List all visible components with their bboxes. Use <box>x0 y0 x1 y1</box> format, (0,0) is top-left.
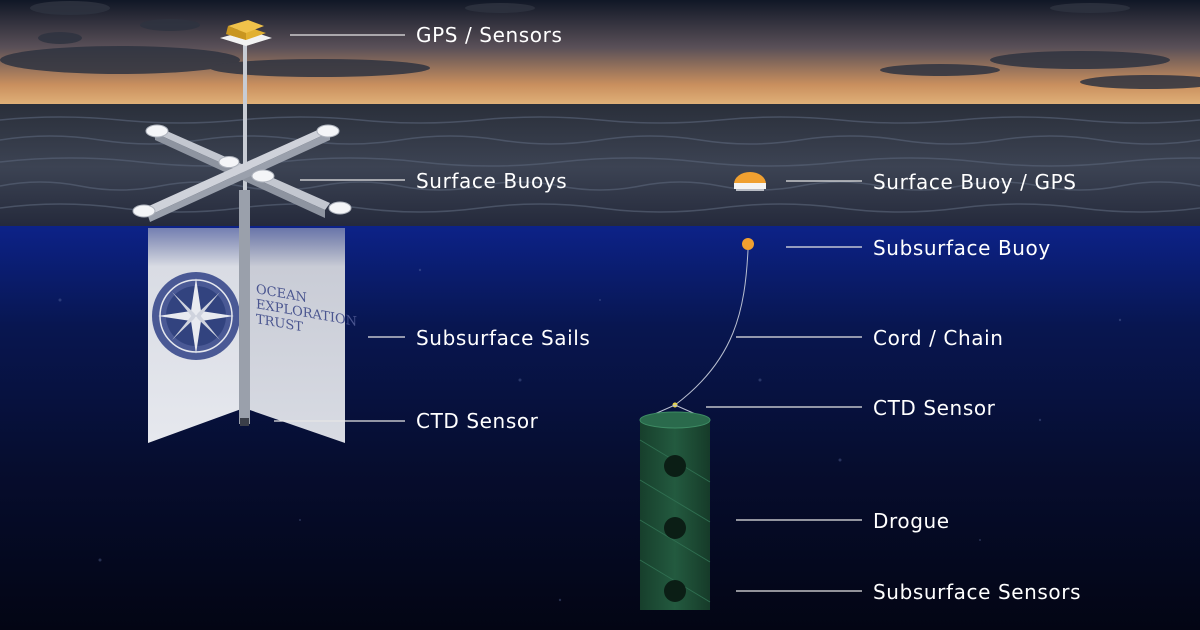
label-drogue: Drogue <box>873 509 950 533</box>
drogue-hole <box>664 580 686 602</box>
surface-buoy-discs <box>132 124 352 218</box>
label-surface-buoy-gps: Surface Buoy / GPS <box>873 170 1077 194</box>
sail-panel-right <box>244 228 345 443</box>
gps-sensor-box <box>220 20 272 46</box>
ocean-surface <box>0 104 1200 230</box>
subsurface-buoy <box>742 238 754 250</box>
particles <box>58 268 1122 602</box>
sail-drifter: OCEAN EXPLORATION TRUST <box>132 20 357 443</box>
ctd-sensor-left <box>240 418 249 426</box>
label-gps-sensors: GPS / Sensors <box>416 23 563 47</box>
sail-logo-text: OCEAN EXPLORATION TRUST <box>256 282 357 335</box>
waves <box>0 116 1200 213</box>
label-subsurface-buoy: Subsurface Buoy <box>873 236 1051 260</box>
surface-buoy-gps <box>734 172 766 191</box>
label-subsurface-sails: Subsurface Sails <box>416 326 591 350</box>
drogue-drifter <box>639 172 766 610</box>
compass-rose-icon <box>152 272 240 360</box>
mast <box>243 40 247 190</box>
clouds <box>0 1 1200 89</box>
label-surface-buoys: Surface Buoys <box>416 169 568 193</box>
cord-chain <box>674 249 749 406</box>
leader-lines <box>274 34 862 592</box>
label-ctd-sensor-right: CTD Sensor <box>873 396 996 420</box>
cross-arms <box>140 128 330 222</box>
drogue-hole <box>664 455 686 477</box>
label-subsurface-sensors: Subsurface Sensors <box>873 580 1082 604</box>
drogue-cylinder <box>639 411 711 610</box>
drogue-hole <box>664 517 686 539</box>
label-ctd-sensor-left: CTD Sensor <box>416 409 539 433</box>
label-cord-chain: Cord / Chain <box>873 326 1004 350</box>
center-pole <box>239 190 250 424</box>
